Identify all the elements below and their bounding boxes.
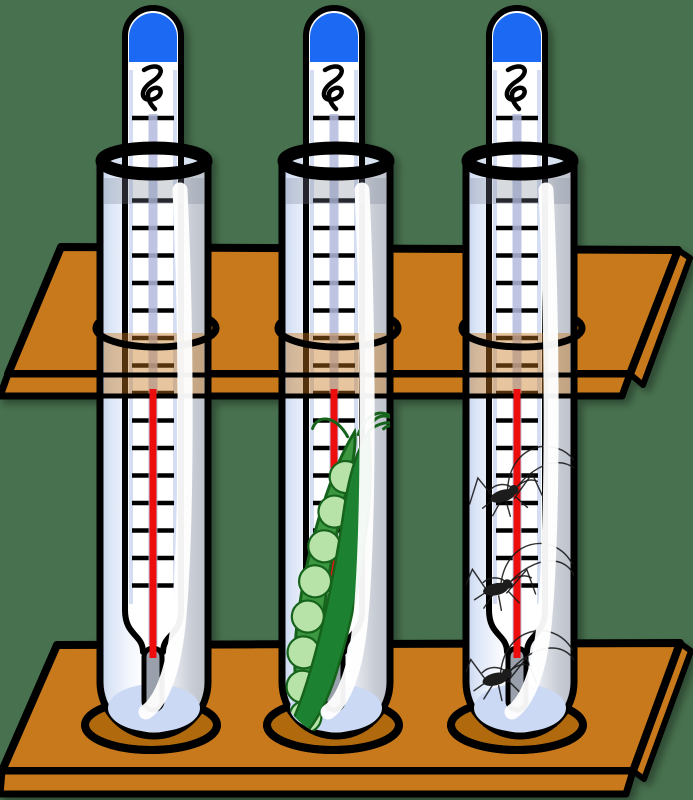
cricket-leg bbox=[497, 685, 503, 702]
shelf-hole-front-rim bbox=[274, 327, 402, 351]
cricket-3 bbox=[466, 630, 574, 702]
glass-shadow-band bbox=[104, 178, 204, 204]
cricket-hind-leg bbox=[466, 657, 490, 687]
glass-highlight bbox=[320, 182, 375, 720]
tube-socket-front-rim bbox=[447, 724, 587, 754]
pod-tendril-2 bbox=[367, 421, 390, 439]
thermometer-cap bbox=[129, 13, 177, 62]
tube-rim-3 bbox=[461, 141, 579, 181]
cricket-leg bbox=[483, 685, 493, 700]
cricket-hind-leg bbox=[506, 568, 537, 595]
cricket-body bbox=[490, 489, 516, 503]
test-tube-control bbox=[81, 5, 221, 754]
glass-shadow-band bbox=[470, 178, 570, 204]
cricket-leg bbox=[483, 594, 494, 609]
cricket-leg bbox=[507, 680, 521, 694]
tube-rim-1 bbox=[95, 141, 213, 181]
cricket-leg bbox=[497, 595, 503, 612]
cricket-antenna bbox=[499, 630, 574, 679]
glass-highlight bbox=[138, 182, 193, 720]
cricket-body bbox=[482, 672, 509, 686]
cricket-leg bbox=[505, 501, 512, 518]
cricket-hind-leg bbox=[513, 472, 544, 500]
pea-pod bbox=[284, 411, 390, 736]
cricket-hind-leg bbox=[466, 567, 490, 596]
cricket-leg bbox=[507, 590, 520, 604]
cricket-1 bbox=[468, 445, 574, 518]
test-tube-peas bbox=[263, 5, 403, 754]
shelf-hole-front-rim bbox=[458, 327, 586, 351]
cricket-antenna bbox=[506, 445, 574, 495]
cricket-head bbox=[508, 484, 519, 495]
thermometer-cap bbox=[310, 13, 358, 62]
scale-break-squiggle bbox=[321, 64, 344, 112]
glass-highlight bbox=[504, 182, 559, 720]
cricket-head bbox=[502, 579, 512, 589]
test-tube-crickets bbox=[447, 5, 587, 754]
cricket-leg bbox=[491, 501, 501, 517]
tube-socket-front-rim bbox=[263, 724, 403, 754]
shelf-hole-front-rim bbox=[92, 327, 220, 351]
scale-break-squiggle bbox=[504, 64, 527, 112]
scene-root bbox=[0, 5, 693, 798]
cricket-leg bbox=[515, 496, 529, 509]
tube-rim-2 bbox=[277, 141, 395, 181]
scale-break-squiggle bbox=[140, 64, 163, 112]
tube-contents-2 bbox=[284, 411, 390, 736]
thermometer-cap bbox=[493, 13, 541, 62]
cricket-hind-leg bbox=[468, 476, 498, 505]
bottom-shelf-front-edge bbox=[0, 767, 637, 798]
cricket-antenna bbox=[499, 542, 573, 589]
glass-shadow-band bbox=[286, 178, 386, 204]
cricket-body bbox=[483, 582, 509, 596]
cricket-head bbox=[501, 668, 512, 679]
tube-socket-front-rim bbox=[81, 724, 221, 754]
pod-sepal-left bbox=[311, 417, 350, 439]
